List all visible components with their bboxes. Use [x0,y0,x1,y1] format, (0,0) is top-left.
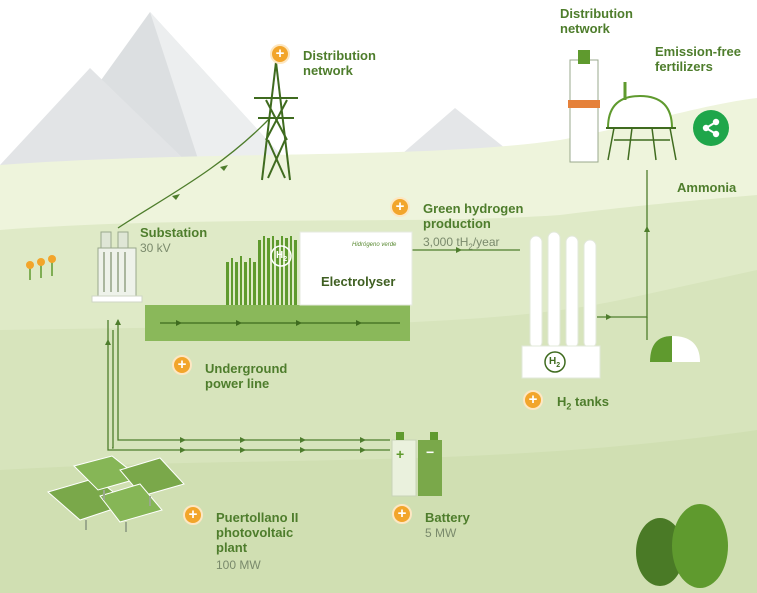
h2-symbol-electrolyser: H2 [276,250,288,263]
plus-icon[interactable]: + [270,44,290,64]
electrolyser-label: Electrolyser [321,274,396,289]
underground-power-line-label: Underground power line [205,361,288,391]
hidrogeno-verde-logo: Hidrógeno verde [352,242,397,248]
share-icon[interactable] [693,110,729,146]
plus-icon[interactable]: + [172,355,192,375]
plus-icon[interactable]: + [183,505,203,525]
solar-panels [46,455,185,532]
h2-tanks-label: H2 tanks [557,394,609,412]
storage-dome [650,336,700,362]
h2-tanks [521,231,601,379]
substation-transformer [91,231,143,303]
puertollano-value: 100 MW [216,558,261,572]
ammonia-plant [568,50,677,163]
flow-arrows [105,165,650,453]
green-hydrogen-label: Green hydrogen production [423,201,524,231]
substation-value: 30 kV [140,241,171,255]
plus-icon[interactable]: + [390,197,410,217]
battery-minus-sign: − [426,444,435,460]
battery-plus-sign: + [396,446,405,462]
plus-icon[interactable]: + [392,504,412,524]
plus-icon[interactable]: + [523,390,543,410]
distribution-network-label: Distribution network [303,48,376,78]
electrolyser-building [226,231,413,306]
battery-value: 5 MW [425,526,457,540]
trees [636,504,728,588]
distribution-network-label-2: Distribution network [560,6,633,36]
battery-label: Battery [425,510,470,525]
emission-free-label: Emission-free fertilizers [655,44,741,74]
green-hydrogen-value: 3,000 tH2/year [423,235,500,252]
h2-symbol-tanks: H2 [549,356,561,369]
puertollano-label: Puertollano II photovoltaic plant [216,510,299,555]
battery [391,432,442,497]
flow-lines [107,117,648,451]
pylon [254,61,298,181]
ammonia-label: Ammonia [677,180,737,195]
substation-label: Substation [140,225,208,240]
flowers [26,255,56,280]
